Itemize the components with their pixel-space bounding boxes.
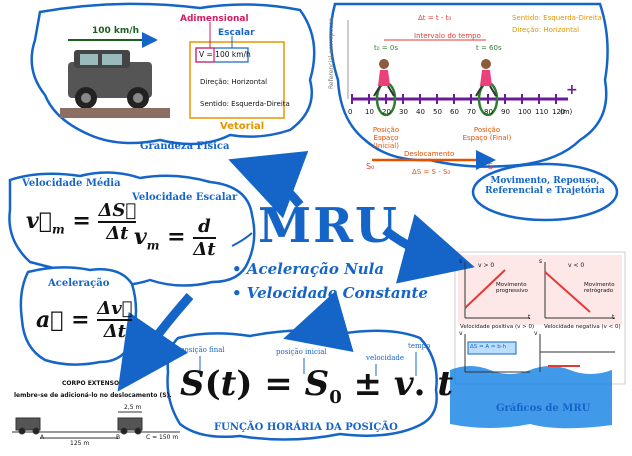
timeline-tick-label: 40 [416,108,425,116]
s-label: S [488,162,494,171]
ds-area-label: ΔS = A = b·h [470,344,506,350]
graph-vel-neg [539,334,615,372]
delta-s-label: ΔS = S - S₀ [412,168,451,176]
vescalar-formula: vm = d Δt [134,216,216,260]
speed-label: 100 km/h [92,26,139,36]
corpo-b: B [116,434,121,441]
timeline-tick-label: 20 [382,108,391,116]
arrow-to-corpo [117,293,194,392]
pos-final-label: posição final [180,346,225,354]
vmedia-title: Velocidade Média [22,178,121,189]
graph-retrogrado [544,262,615,319]
v-pos-label: v > 0 [478,262,495,269]
arrow-to-vmedia [231,232,253,247]
escalar-label: Escalar [218,28,255,38]
s0-label: S₀ [366,162,375,171]
timeline-ticks [351,94,557,104]
timeline-tick-label: 50 [433,108,442,116]
vel-pos-label: Velocidade positiva (v > 0) [460,324,535,330]
v-neg-label: v < 0 [568,262,585,269]
pos-inicial-label: posição inicial [276,348,327,356]
graph-progressivo [464,262,530,319]
corpo-note: lembre-se de adicioná-lo no deslocamento… [14,392,172,399]
bullet-velocidade: • Velocidade Constante [232,284,428,302]
timeline-tick-label: 0 [348,108,353,116]
bullet-aceleracao: • Aceleração Nula [232,260,385,278]
axis-t-label-2: t [612,314,615,321]
v-value: V = 100 km/h [199,50,251,59]
corpo-title: CORPO EXTENSO [62,380,120,387]
car-icon [60,50,170,118]
axis-s-label-2: s [539,258,543,265]
deslocamento-label: Deslocamento [404,150,455,158]
arrow-to-grandeza [228,150,309,219]
timeline-tick-label: 30 [399,108,408,116]
vmedia-formula: v⃗m = ΔS⃗ Δt [26,200,137,244]
mov-prog-label: Movimento progressivo [496,282,528,294]
adimensional-label: Adimensional [180,14,249,24]
runner-icon-final [475,59,497,97]
timeline-tick-label: 60 [450,108,459,116]
t60-label: t = 60s [476,44,502,52]
arrow-to-funcao [283,290,354,352]
delta-t-label: Δt = t - t₀ [418,14,452,22]
vetorial-label: Vetorial [220,121,265,132]
timeline-tick-label: 110 [535,108,549,116]
axis-v-label-1: v [459,330,463,337]
mru-title: MRU [258,198,399,254]
funcao-formula: S(t) = S0 ± v. t [180,364,454,408]
corpo-d1: 125 m [70,440,90,447]
funcao-title: FUNÇÃO HORÁRIA DA POSIÇÃO [214,422,398,433]
arrow-to-graficos [382,213,475,284]
unit-label: (m) [560,108,573,116]
tempo-label: tempo [408,342,431,350]
sentido-timeline: Sentido: Esquerda-Direita [512,14,602,22]
corpo-c: C = 150 m [146,434,179,441]
velocidade-label: velocidade [366,354,404,362]
aceleracao-title: Aceleração [48,278,110,289]
timeline-tick-label: 80 [484,108,493,116]
timeline-tick-label: 70 [467,108,476,116]
corpo-extenso-figure [12,411,180,439]
timeline-tick-label: 10 [365,108,374,116]
timeline-tick-label: 120 [552,108,566,116]
intervalo-label: Intervalo do tempo [414,32,481,40]
direcao-timeline: Direção: Horizontal [512,26,580,34]
vetorial-box [189,41,285,119]
timeline-tick-label: 90 [501,108,510,116]
timeline-tick-label: 100 [518,108,532,116]
water-waves [450,366,612,429]
grandeza-title: Grandeza Física [140,141,230,152]
movimento-bubble [471,162,619,222]
vescalar-title: Velocidade Escalar [132,192,238,203]
sentido-label: Sentido: Esquerda-Direita [200,100,290,108]
axis-s-label-1: s [459,258,463,265]
graph-vel-pos [464,334,530,373]
axis-t-label-1: t [528,314,531,321]
pos-fin-label: Posição Espaço (Final) [462,126,512,142]
axis-v-label-2: v [534,330,538,337]
graficos-title: Gráficos de MRU [496,403,591,414]
mov-retro-label: Movimento retrógrado [584,282,615,294]
vel-neg-label: Velocidade negativa (v < 0) [544,324,621,330]
runner-icon [373,59,395,97]
aceleracao-formula: a⃗ = Δv⃗ Δt [36,298,133,342]
corpo-a: A [40,434,45,441]
corpo-d2: 2,5 m [124,404,142,411]
t0-label: t₀ = 0s [374,44,398,52]
svg-text:+: + [566,82,578,98]
movimento-title: Movimento, Repouso, Referencial e Trajet… [485,176,605,196]
pos-ini-label: Posição Espaço (Inicial) [372,126,400,150]
vertical-note: Referencial em repouso [328,18,335,89]
direcao-label: Direção: Horizontal [200,78,268,86]
